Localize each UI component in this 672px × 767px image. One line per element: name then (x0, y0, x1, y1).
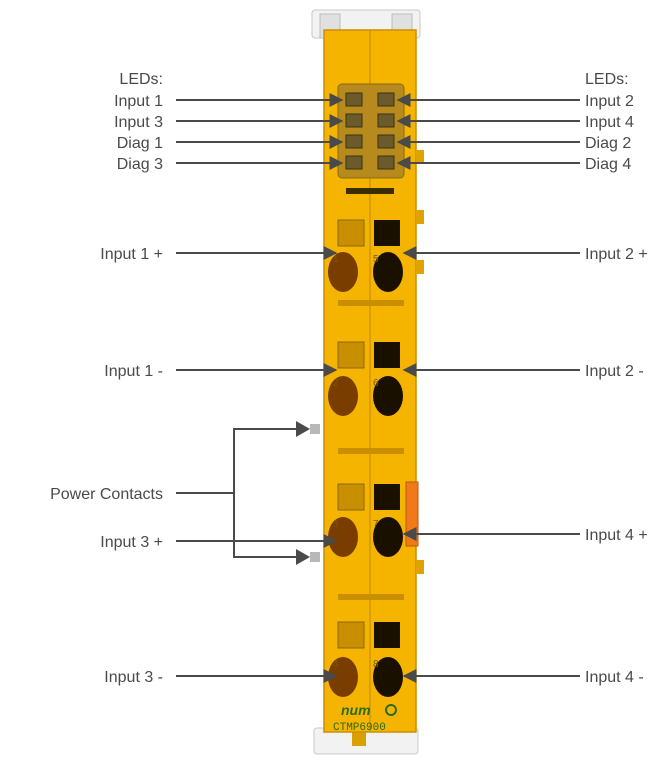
label-led-input-3: Input 3 (114, 114, 163, 131)
label-led-input-4: Input 4 (585, 114, 634, 131)
label-input-3-minus: Input 3 - (104, 669, 163, 686)
terminal-number: 3 (333, 519, 339, 530)
label-input-4-plus: Input 4 + (585, 527, 648, 544)
right-labels: LEDs: Input 2 Input 4 Diag 2 Diag 4 Inpu… (585, 71, 648, 686)
left-labels: LEDs: Input 1 Input 3 Diag 1 Diag 3 Inpu… (50, 71, 163, 686)
terminal-number: 7 (373, 519, 379, 530)
power-rail-upper (310, 424, 320, 434)
label-power-contacts: Power Contacts (50, 486, 163, 503)
led-diag-1 (346, 135, 362, 148)
label-led-diag-3: Diag 3 (117, 156, 163, 173)
terminal-number: 8 (373, 659, 379, 670)
power-rail-lower (310, 552, 320, 562)
label-input-1-plus: Input 1 + (100, 246, 163, 263)
led-input-1 (346, 93, 362, 106)
label-led-input-2: Input 2 (585, 93, 634, 110)
led-diag-2 (378, 135, 394, 148)
terminal-number: 2 (333, 378, 339, 389)
brand-logo: num (341, 702, 371, 718)
label-input-4-minus: Input 4 - (585, 669, 644, 686)
led-input-4 (378, 114, 394, 127)
model-number: CTMP6900 (333, 722, 386, 734)
power-contact (406, 482, 418, 546)
label-led-diag-4: Diag 4 (585, 156, 631, 173)
terminal-number: 5 (373, 254, 379, 265)
terminal-number: 4 (333, 659, 339, 670)
led-input-3 (346, 114, 362, 127)
label-input-2-minus: Input 2 - (585, 363, 644, 380)
right-leds-header: LEDs: (585, 71, 629, 88)
label-input-1-minus: Input 1 - (104, 363, 163, 380)
led-diag-3 (346, 156, 362, 169)
led-diag-4 (378, 156, 394, 169)
power-contacts-bracket (234, 429, 306, 557)
label-led-input-1: Input 1 (114, 93, 163, 110)
power-contact-arrow-lower (296, 549, 310, 565)
label-input-2-plus: Input 2 + (585, 246, 648, 263)
label-input-3-plus: Input 3 + (100, 534, 163, 551)
label-led-diag-2: Diag 2 (585, 135, 631, 152)
label-led-diag-1: Diag 1 (117, 135, 163, 152)
led-input-2 (378, 93, 394, 106)
terminal-number: 1 (333, 254, 339, 265)
terminal-number: 6 (373, 378, 379, 389)
power-contact-arrow-upper (296, 421, 310, 437)
left-leds-header: LEDs: (119, 71, 163, 88)
